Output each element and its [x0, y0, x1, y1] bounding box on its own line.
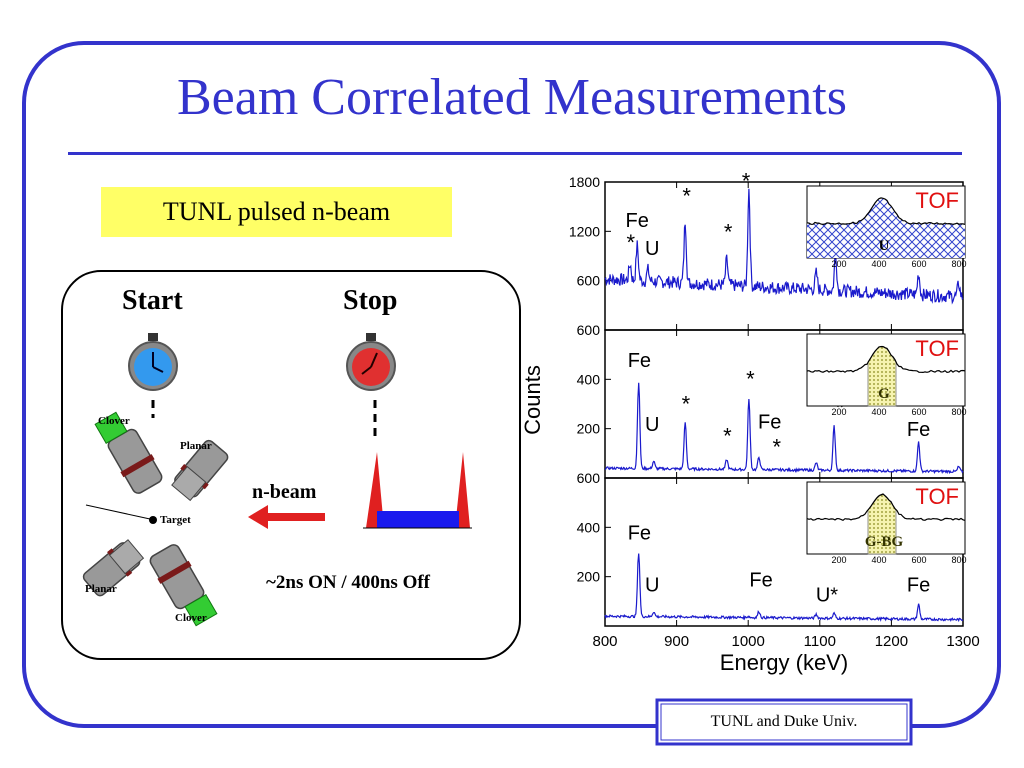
- inset-tick-label: 600: [911, 407, 926, 417]
- peak-label: *: [742, 170, 751, 194]
- y-tick-label: 1200: [569, 223, 600, 239]
- target-label: Target: [160, 514, 191, 526]
- inset-tag: G-BG: [865, 534, 904, 550]
- planar-bottom-label: Planar: [85, 583, 117, 595]
- peak-label: Fe: [628, 523, 651, 545]
- x-axis-label: Energy (keV): [720, 650, 848, 675]
- peak-label: U*: [816, 584, 838, 606]
- start-label: Start: [122, 285, 183, 316]
- inset-tick-label: 600: [911, 555, 926, 565]
- y-tick-label: 600: [577, 273, 601, 289]
- peak-label: Fe: [758, 412, 781, 434]
- inset-tick-label: 800: [951, 407, 966, 417]
- inset-tick-label: 200: [831, 555, 846, 565]
- inset-tick-label: 400: [871, 259, 886, 269]
- y-axis-label: Counts: [520, 365, 545, 435]
- y-tick-label: 200: [577, 569, 601, 585]
- inset-tick-label: 600: [911, 259, 926, 269]
- peak-label: *: [682, 183, 691, 208]
- inset-tick-label: 400: [871, 407, 886, 417]
- x-tick-label: 1100: [804, 633, 836, 650]
- inset-tick-label: 200: [831, 407, 846, 417]
- beam-label: n-beam: [252, 481, 317, 503]
- peak-label: *: [836, 395, 845, 420]
- inset-title: TOF: [915, 336, 959, 361]
- subtitle-text: TUNL pulsed n-beam: [162, 197, 391, 226]
- x-tick-label: 1300: [946, 633, 979, 650]
- inset-fill: [807, 197, 965, 258]
- peak-label: Fe: [749, 570, 772, 592]
- x-tick-label: 800: [592, 633, 617, 650]
- footer-text: TUNL and Duke Univ.: [710, 713, 858, 730]
- inset-tick-label: 800: [951, 555, 966, 565]
- peak-label: Fe: [626, 210, 649, 232]
- spectrum-line: [604, 382, 964, 475]
- spectrum-line: [604, 553, 964, 623]
- title-divider: [68, 152, 962, 155]
- inset-title: TOF: [915, 484, 959, 509]
- x-tick-label: 900: [664, 633, 689, 650]
- energy-spectra-chart: 18001200600600FeU*******TOFU200400600800…: [520, 170, 980, 675]
- spectrum-line: [604, 188, 964, 305]
- y-tick-label: 200: [577, 421, 601, 437]
- inset-line: [806, 493, 966, 521]
- peak-label: U: [645, 574, 659, 596]
- subtitle-highlight: TUNL pulsed n-beam: [101, 187, 452, 237]
- peak-label: U: [645, 414, 659, 436]
- inset-tag: G: [878, 386, 890, 402]
- setup-diagram: [61, 270, 521, 660]
- inset-line: [806, 197, 966, 226]
- inset-tick-label: 200: [831, 259, 846, 269]
- peak-label: *: [682, 391, 691, 416]
- peak-label: Fe: [907, 419, 930, 441]
- y-tick-label: 400: [577, 519, 601, 535]
- tof-inset: TOF G-BG 200 400 600 800: [806, 481, 967, 565]
- peak-label: *: [773, 435, 782, 460]
- stop-label: Stop: [343, 285, 398, 316]
- peak-label: *: [724, 220, 733, 245]
- peak-label: *: [626, 230, 635, 255]
- y-tick-label: 400: [577, 371, 601, 387]
- tof-inset: TOF U 200 400 600 800: [806, 185, 967, 269]
- timing-label: ~2ns ON / 400ns Off: [266, 572, 431, 593]
- inset-tick-label: 400: [871, 555, 886, 565]
- peak-label: *: [746, 367, 755, 392]
- peak-label: *: [723, 423, 732, 448]
- clover-top-label: Clover: [98, 415, 130, 427]
- x-tick-label: 1200: [875, 633, 908, 650]
- inset-line: [806, 346, 966, 374]
- x-tick-label: 1000: [732, 633, 765, 650]
- peak-label: Fe: [907, 574, 930, 596]
- clover-bottom-label: Clover: [175, 612, 207, 624]
- y-tick-label: 1800: [569, 174, 600, 190]
- slide-title: Beam Correlated Measurements: [177, 69, 847, 126]
- inset-tag: U: [879, 238, 890, 254]
- y-tick-label: 600: [577, 322, 601, 338]
- planar-top-label: Planar: [180, 440, 212, 452]
- footer: TUNL and Duke Univ.: [657, 700, 911, 744]
- y-tick-label: 600: [577, 470, 601, 486]
- inset-title: TOF: [915, 188, 959, 213]
- peak-label: U: [645, 238, 659, 260]
- peak-label: Fe: [628, 350, 651, 372]
- inset-tick-label: 800: [951, 259, 966, 269]
- tof-inset: TOF G 200 400 600 800: [806, 333, 967, 417]
